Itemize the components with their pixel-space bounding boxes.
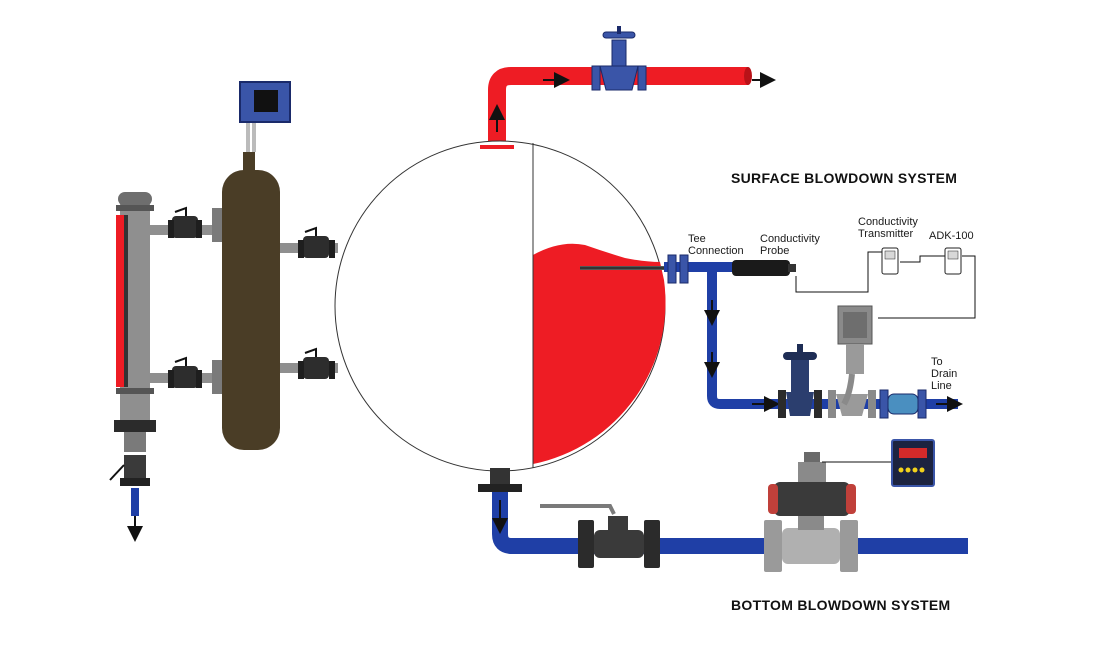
- drum-water-level: [533, 243, 666, 464]
- conductivity-probe: [732, 260, 796, 276]
- main-steam-valve: [591, 26, 647, 91]
- blowdown-control-valve: [828, 305, 876, 418]
- drain-line-label: To Drain Line: [931, 356, 958, 392]
- level-gauge-glass: [114, 192, 156, 452]
- gauge-upper-valve: [168, 206, 202, 238]
- tee-connection-label: Tee Connection: [688, 233, 744, 257]
- bottom-manual-ball-valve: [540, 504, 660, 568]
- conductivity-transmitter-label: Conductivity Transmitter: [858, 216, 918, 240]
- adk-100-label: ADK-100: [929, 230, 974, 242]
- column-lower-valve: [298, 347, 335, 379]
- steam-outlet-pipe: [488, 67, 752, 145]
- conductivity-transmitter: [881, 247, 899, 275]
- surface-blowdown-pipe: [664, 254, 958, 409]
- check-valve: [879, 389, 927, 419]
- gauge-drain-valve: [109, 455, 150, 516]
- adk-100-controller: [944, 247, 962, 275]
- gauge-level-indicator: [116, 215, 124, 387]
- bottom-blowdown-title: BOTTOM BLOWDOWN SYSTEM: [731, 597, 951, 613]
- level-column: [222, 152, 280, 450]
- column-upper-valve: [298, 226, 335, 258]
- bottom-automatic-valve: [764, 452, 858, 572]
- gauge-lower-valve: [168, 356, 202, 388]
- boiler-drum: [334, 140, 666, 472]
- tee-flange: [667, 254, 677, 284]
- bottom-blowdown-pipe: [478, 468, 968, 554]
- level-controller-head: [239, 81, 291, 152]
- surface-isolation-valve: [778, 344, 822, 418]
- conductivity-probe-label: Conductivity Probe: [760, 233, 820, 257]
- signal-wiring: [795, 251, 976, 319]
- surface-blowdown-title: SURFACE BLOWDOWN SYSTEM: [731, 170, 958, 186]
- bottom-blowdown-controller: [891, 439, 935, 487]
